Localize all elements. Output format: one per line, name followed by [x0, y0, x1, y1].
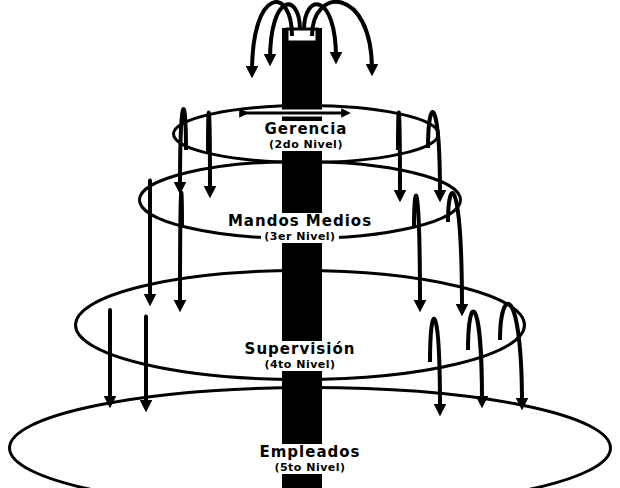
- level-ellipse: Gerencia(2do Nivel): [172, 104, 440, 164]
- ellipse-rim: [140, 162, 461, 239]
- level-label: Supervisión(4to Nivel): [242, 341, 359, 371]
- level-name: Empleados: [256, 444, 363, 461]
- cascade-arrow: [270, 4, 300, 60]
- level-number: (4to Nivel): [261, 358, 338, 371]
- double-arrow: [244, 112, 346, 115]
- level-label: Empleados(5to Nivel): [256, 444, 363, 474]
- cascade-arrow: [430, 319, 440, 410]
- central-pillar: [282, 28, 322, 488]
- cascade-arrow: [312, 2, 372, 70]
- level-name: Gerencia: [262, 121, 351, 138]
- level-name: Mandos Medios: [225, 213, 375, 230]
- cascade-arrow: [148, 181, 152, 300]
- ellipse-rim: [76, 271, 525, 380]
- cascade-arrow: [414, 196, 420, 306]
- ellipse-rim: [10, 388, 611, 488]
- level-number: (3er Nivel): [261, 230, 338, 243]
- level-ellipse: Supervisión(4to Nivel): [74, 269, 526, 381]
- ellipse-rim: [174, 106, 439, 163]
- level-number: (5to Nivel): [271, 461, 348, 474]
- cascade-arrow: [180, 193, 182, 306]
- level-name: Supervisión: [242, 341, 359, 358]
- cascade-arrow: [144, 317, 148, 406]
- arrow-halo: [244, 110, 346, 117]
- cascade-arrow: [500, 304, 522, 404]
- level-label: Mandos Medios(3er Nivel): [225, 213, 375, 243]
- level-ellipse: Mandos Medios(3er Nivel): [138, 160, 462, 240]
- level-number: (2do Nivel): [266, 138, 346, 151]
- cascade-arrows: [110, 2, 522, 410]
- cascade-arrow: [304, 4, 336, 58]
- level-ellipse: Empleados(5to Nivel): [8, 386, 612, 488]
- level-label: Gerencia(2do Nivel): [262, 121, 351, 151]
